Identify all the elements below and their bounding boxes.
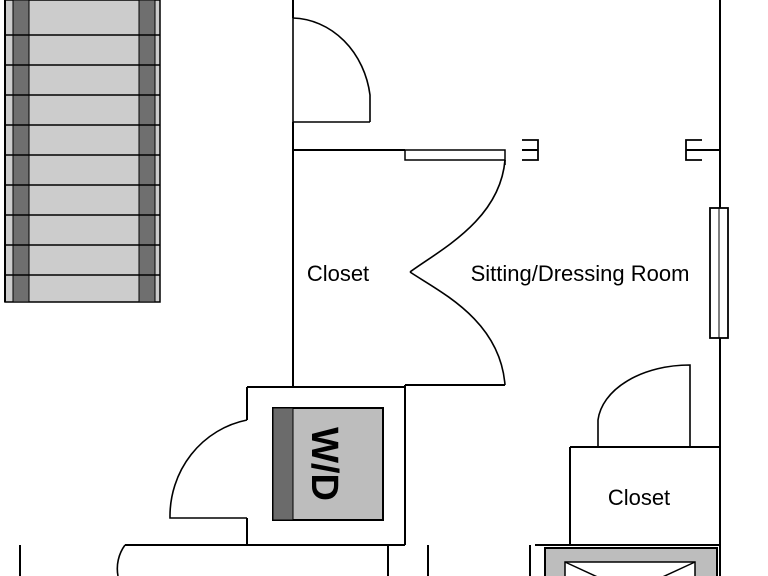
door-jambs: [522, 139, 702, 161]
closet-left-label: Closet: [307, 261, 369, 286]
right-closet-door: [597, 364, 691, 447]
sitting-dressing-label: Sitting/Dressing Room: [471, 261, 690, 286]
closet-bifold-doors: [409, 159, 506, 386]
bottom-door: [116, 544, 126, 576]
closet-right-label: Closet: [608, 485, 670, 510]
washer-dryer: W/D: [272, 407, 384, 521]
laundry-door: [169, 419, 248, 519]
top-door: [292, 17, 371, 123]
window: [709, 207, 729, 339]
staircase: [4, 0, 161, 303]
wd-label: W/D: [303, 427, 345, 501]
closet-rail: [404, 149, 506, 161]
bottom-fixture: [544, 547, 718, 576]
walls: [19, 0, 721, 576]
